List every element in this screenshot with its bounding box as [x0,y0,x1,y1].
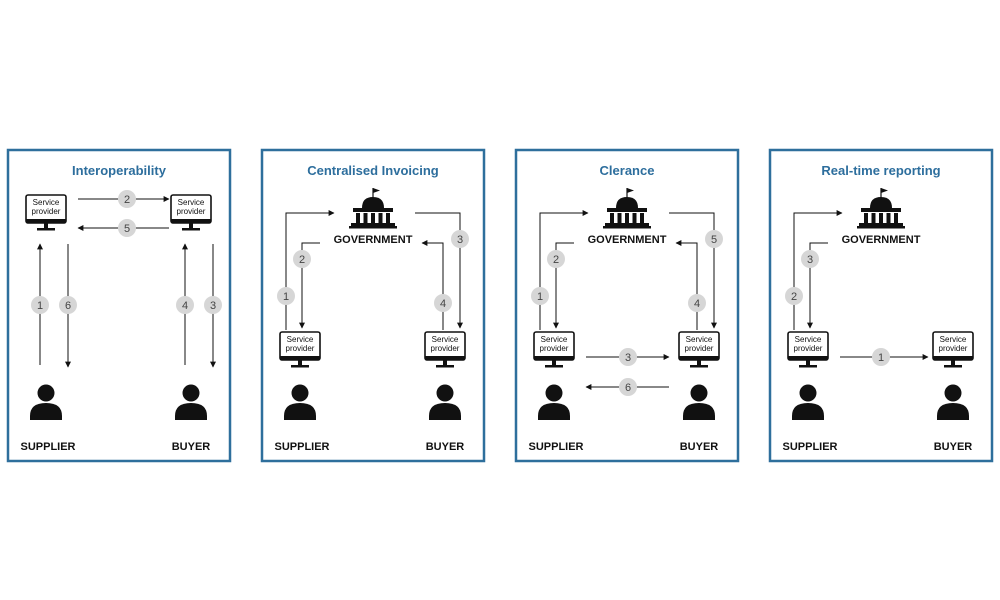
step-badge: 2 [547,250,565,268]
step-number: 3 [625,352,631,364]
step-number: 5 [124,223,130,235]
government-building-icon [349,188,397,229]
step-number: 6 [625,382,631,394]
flow-arrow [553,242,574,329]
person-icon [284,384,316,420]
step-badge: 4 [434,294,452,312]
step-number: 3 [457,234,463,246]
panel-title: Real-time reporting [821,163,940,178]
step-number: 3 [807,254,813,266]
step-number: 5 [711,234,717,246]
supplier-label: SUPPLIER [528,441,583,453]
step-number: 4 [182,300,188,312]
person-icon [792,384,824,420]
step-badge: 6 [619,378,637,396]
step-badge: 3 [619,348,637,366]
step-number: 2 [299,254,305,266]
service-provider-label: provider [794,344,823,353]
service-provider-label: Service [541,335,568,344]
step-badge: 5 [705,230,723,248]
supplier-label: SUPPLIER [20,441,75,453]
step-number: 6 [65,300,71,312]
step-badge: 2 [118,190,136,208]
flow-arrow [415,212,463,329]
step-number: 4 [694,298,700,310]
step-badge: 1 [531,287,549,305]
step-number: 2 [124,194,130,206]
buyer-label: BUYER [426,441,465,453]
step-number: 1 [37,300,43,312]
panel-title: Clerance [600,163,655,178]
step-badge: 1 [872,348,890,366]
service-provider-label: provider [685,344,714,353]
panel-title: Interoperability [72,163,167,178]
step-badge: 4 [176,296,194,314]
step-badge: 6 [59,296,77,314]
service-provider-label: provider [431,344,460,353]
buyer-label: BUYER [934,441,973,453]
service-provider-label: provider [286,344,315,353]
step-badge: 3 [204,296,222,314]
service-provider-label: provider [939,344,968,353]
step-number: 1 [878,352,884,364]
step-badge: 2 [293,250,311,268]
step-badge: 3 [451,230,469,248]
step-number: 3 [210,300,216,312]
government-label: GOVERNMENT [842,234,921,246]
supplier-label: SUPPLIER [274,441,329,453]
step-number: 4 [440,298,446,310]
service-provider-label: Service [432,335,459,344]
step-badge: 4 [688,294,706,312]
buyer-label: BUYER [172,441,211,453]
step-number: 1 [537,291,543,303]
flow-arrow [669,212,717,329]
step-number: 2 [553,254,559,266]
service-provider-label: Service [686,335,713,344]
service-provider-label: Service [178,198,205,207]
panel-title: Centralised Invoicing [307,163,439,178]
person-icon [30,384,62,420]
person-icon [683,384,715,420]
service-provider-label: provider [540,344,569,353]
service-provider-label: provider [32,207,61,216]
person-icon [175,384,207,420]
step-number: 1 [283,291,289,303]
step-badge: 1 [31,296,49,314]
supplier-label: SUPPLIER [782,441,837,453]
service-provider-label: Service [795,335,822,344]
service-provider-label: provider [177,207,206,216]
service-provider-label: Service [33,198,60,207]
step-badge: 3 [801,250,819,268]
government-building-icon [857,188,905,229]
step-number: 2 [791,291,797,303]
person-icon [429,384,461,420]
step-badge: 5 [118,219,136,237]
flow-arrow [807,242,828,329]
government-label: GOVERNMENT [588,234,667,246]
step-badge: 2 [785,287,803,305]
service-provider-label: Service [940,335,967,344]
buyer-label: BUYER [680,441,719,453]
person-icon [937,384,969,420]
government-label: GOVERNMENT [334,234,413,246]
flow-arrow [299,242,320,329]
government-building-icon [603,188,651,229]
service-provider-label: Service [287,335,314,344]
step-badge: 1 [277,287,295,305]
person-icon [538,384,570,420]
